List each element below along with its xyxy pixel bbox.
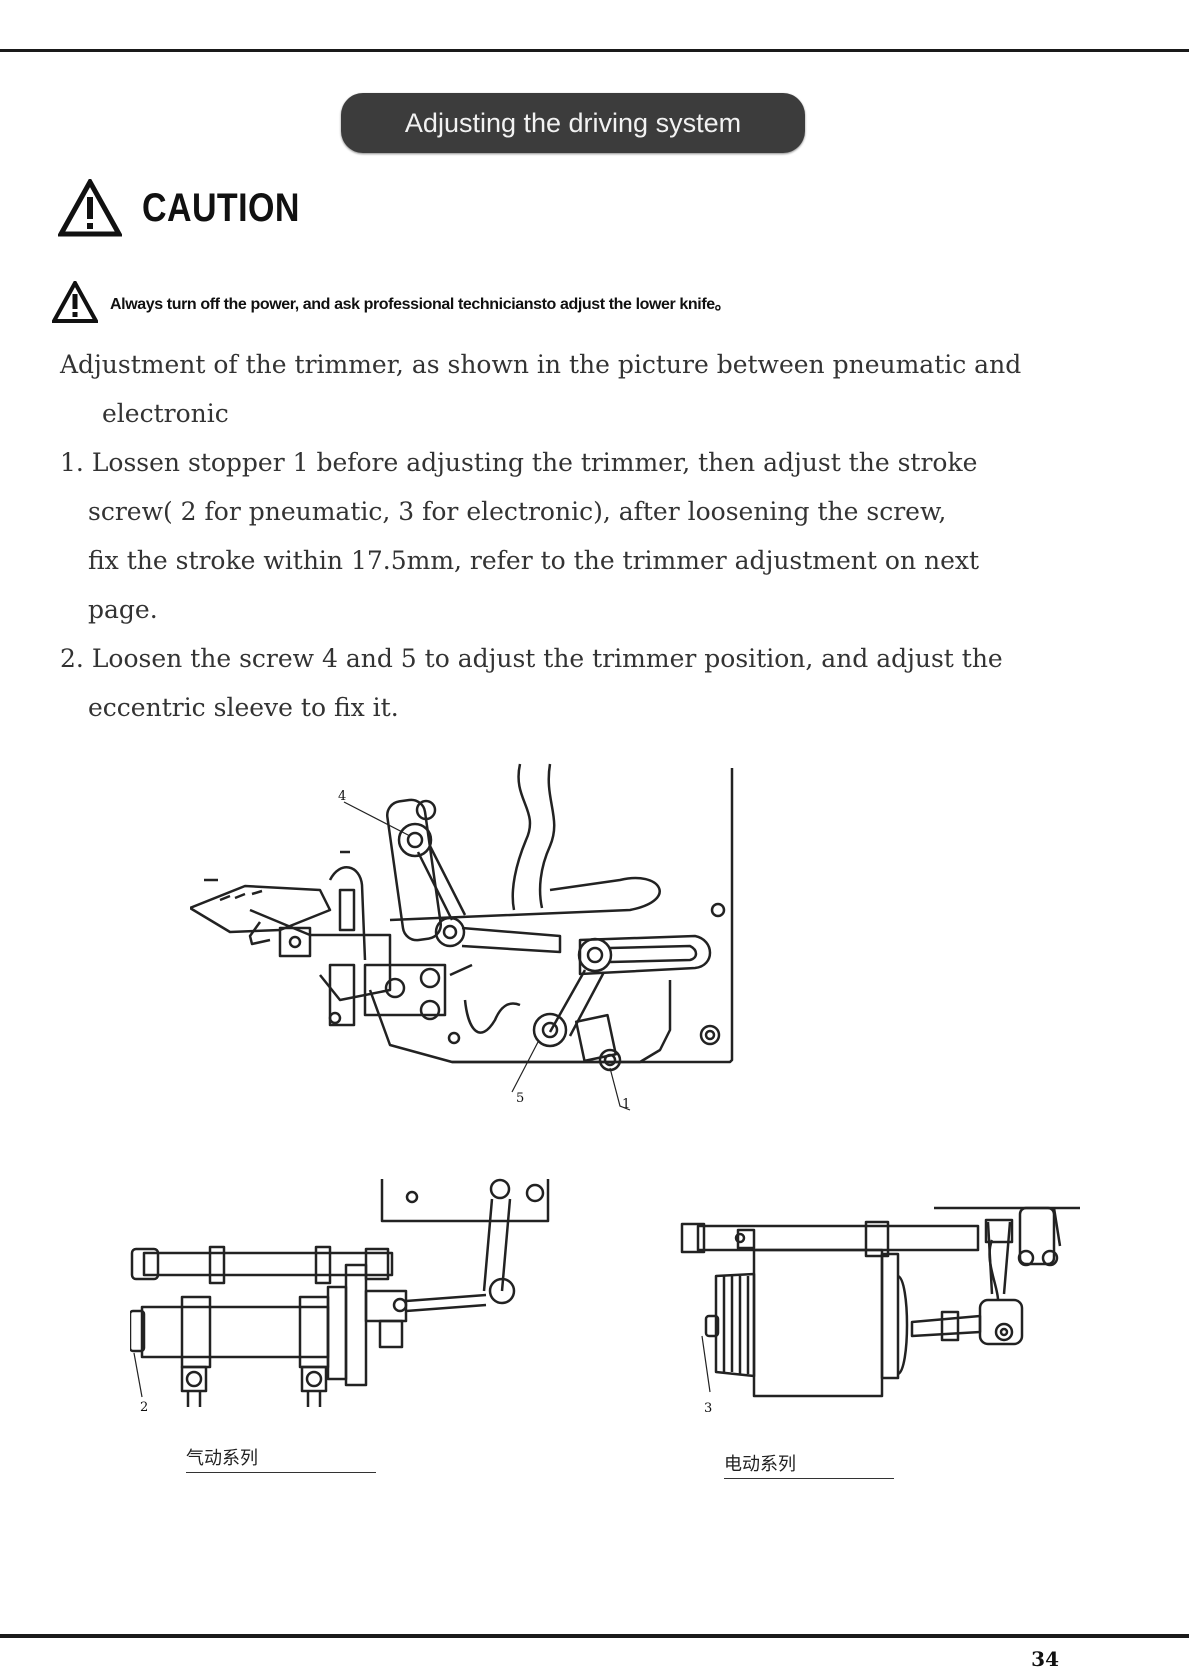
top-rule <box>0 49 1189 52</box>
bottom-rule <box>0 1634 1189 1638</box>
callout-4: 4 <box>338 789 346 804</box>
step-line: screw( 2 for pneumatic, 3 for electronic… <box>88 497 947 526</box>
warning-text: Always turn off the power, and ask profe… <box>110 296 731 313</box>
warning-triangle-icon <box>52 281 98 323</box>
step-number: 1. <box>60 448 84 477</box>
pneumatic-caption: 气动系列 <box>186 1444 376 1473</box>
callout-3: 3 <box>704 1401 712 1416</box>
callout-1: 1 <box>622 1097 630 1112</box>
step-line: page. <box>88 595 158 624</box>
step-line: Loosen the screw 4 and 5 to adjust the t… <box>91 644 1003 673</box>
callout-2: 2 <box>140 1400 148 1415</box>
callout-5: 5 <box>516 1091 524 1106</box>
step-2: 2. Loosen the screw 4 and 5 to adjust th… <box>60 634 1120 732</box>
step-line: Lossen stopper 1 before adjusting the tr… <box>91 448 978 477</box>
caution-heading: CAUTION <box>58 176 328 240</box>
electronic-caption: 电动系列 <box>724 1450 894 1479</box>
intro-paragraph: Adjustment of the trimmer, as shown in t… <box>60 340 1120 438</box>
trimmer-mechanism-drawing: 4 5 1 <box>190 763 734 1112</box>
step-line: fix the stroke within 17.5mm, refer to t… <box>88 546 980 575</box>
pneumatic-drawing: 2 <box>130 1178 550 1415</box>
step-1: 1. Lossen stopper 1 before adjusting the… <box>60 438 1120 634</box>
page-number: 34 <box>1031 1647 1059 1671</box>
caution-label: CAUTION <box>142 185 300 230</box>
step-line: eccentric sleeve to fix it. <box>88 693 399 722</box>
electronic-drawing: 3 <box>680 1206 1080 1416</box>
section-title: Adjusting the driving system <box>341 93 805 153</box>
warning-triangle-icon <box>58 179 122 237</box>
step-number: 2. <box>60 644 84 673</box>
intro-line-2: electronic <box>102 399 229 428</box>
pneumatic-figure: 2 <box>130 1175 550 1425</box>
intro-line-1: Adjustment of the trimmer, as shown in t… <box>60 350 1022 379</box>
trimmer-mechanism-figure: 4 5 1 <box>190 760 750 1130</box>
electronic-figure: 3 <box>680 1200 1090 1430</box>
warning-notice: Always turn off the power, and ask profe… <box>52 281 731 323</box>
instructions: Adjustment of the trimmer, as shown in t… <box>60 340 1120 732</box>
